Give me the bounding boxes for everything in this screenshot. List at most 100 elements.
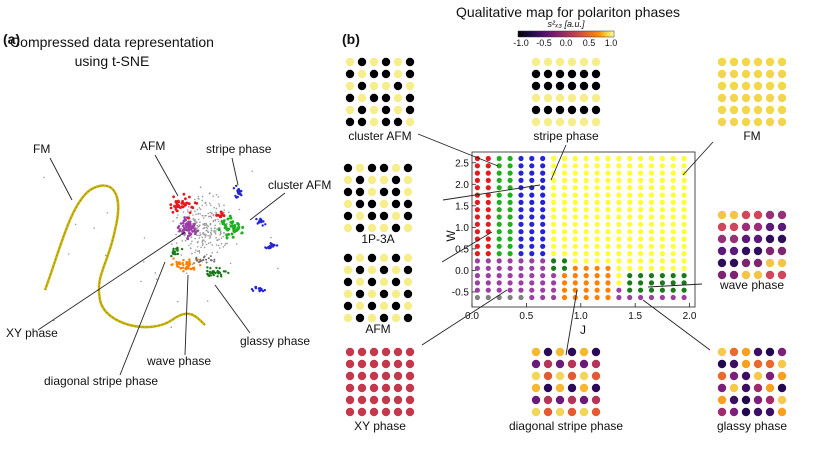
phase-point xyxy=(507,236,513,242)
tsne-point xyxy=(209,267,212,270)
phase-point xyxy=(670,214,676,220)
tsne-point xyxy=(213,258,216,261)
thumb-dot xyxy=(741,246,751,256)
phase-point xyxy=(616,294,622,301)
thumb-label-wave: wave phase xyxy=(719,278,784,292)
phase-point xyxy=(507,273,513,279)
thumb-dot xyxy=(717,359,727,369)
thumb-dot xyxy=(367,313,377,323)
thumb-dot xyxy=(391,223,401,233)
tsne-point xyxy=(241,225,245,229)
tsne-point xyxy=(194,220,197,223)
phase-point xyxy=(627,214,633,220)
tsne-point xyxy=(211,252,213,254)
phase-point xyxy=(638,221,644,227)
thumb-dot xyxy=(531,69,541,79)
tsne-outlier xyxy=(105,254,107,257)
tsne-point xyxy=(188,244,190,247)
phase-point xyxy=(605,155,611,162)
thumb-dot xyxy=(753,371,763,381)
tsne-point xyxy=(182,219,186,223)
phase-point xyxy=(485,207,491,213)
y-tick-label: 2.5 xyxy=(455,158,469,169)
phase-point xyxy=(627,251,633,257)
thumb-dot xyxy=(729,270,739,280)
thumb-dot xyxy=(405,69,415,79)
cloud-dark xyxy=(195,255,216,264)
phase-point xyxy=(638,287,644,293)
tsne-point xyxy=(258,290,261,293)
tsne-point xyxy=(196,221,198,223)
phase-point xyxy=(518,155,524,162)
phase-point xyxy=(529,221,535,227)
phase-point xyxy=(572,265,578,271)
phase-point xyxy=(485,251,491,257)
tsne-point xyxy=(220,230,222,233)
phase-point xyxy=(659,185,666,191)
phase-point xyxy=(648,280,655,286)
phase-point xyxy=(659,294,666,301)
thumb-label-diagonal: diagonal stripe phase xyxy=(509,419,623,433)
phase-point xyxy=(540,280,546,286)
phase-point xyxy=(648,251,655,257)
phase-point xyxy=(627,294,633,301)
tsne-point xyxy=(184,197,187,201)
tsne-point xyxy=(214,271,217,275)
tsne-point xyxy=(217,220,220,223)
phase-point xyxy=(474,177,480,183)
phase-point xyxy=(496,170,502,176)
tsne-point xyxy=(222,246,225,248)
tsne-point xyxy=(205,226,208,229)
tsne-points xyxy=(43,170,279,328)
phase-point xyxy=(670,236,676,242)
phase-point xyxy=(474,214,480,220)
thumb-dot xyxy=(357,395,367,405)
tsne-point xyxy=(199,232,201,234)
thumb-dot xyxy=(765,395,775,405)
phase-point xyxy=(583,221,589,227)
tsne-point xyxy=(235,184,238,188)
panel-a-label: (a) xyxy=(3,31,20,47)
tsne-point xyxy=(214,219,217,221)
phase-point xyxy=(561,258,568,264)
tsne-point xyxy=(176,248,179,252)
tsne-point xyxy=(176,217,178,219)
tsne-point xyxy=(226,217,230,221)
thumb-dot xyxy=(355,301,365,311)
phase-point xyxy=(485,243,491,249)
thumb-dot xyxy=(753,234,763,244)
phase-point xyxy=(551,251,557,257)
thumb-dot xyxy=(391,163,401,173)
thumb-dot xyxy=(567,371,577,381)
thumb-dot xyxy=(369,395,379,405)
phase-point xyxy=(638,177,644,183)
phase-point xyxy=(605,207,611,213)
phase-point xyxy=(659,229,666,235)
tsne-point xyxy=(261,224,264,227)
phase-point xyxy=(518,236,524,242)
thumb-dot xyxy=(591,347,601,357)
phase-point xyxy=(681,287,687,293)
tsne-point xyxy=(220,237,223,240)
phase-point xyxy=(616,221,622,227)
tsne-point xyxy=(197,195,200,198)
tsne-point xyxy=(213,227,216,230)
phase-point xyxy=(518,229,524,235)
phase-point xyxy=(572,236,578,242)
phase-point xyxy=(605,236,611,242)
phase-point xyxy=(670,199,676,205)
thumb-dot xyxy=(777,57,787,67)
phase-point xyxy=(583,258,589,264)
thumb-dot xyxy=(393,105,403,115)
tsne-point xyxy=(214,232,217,234)
phase-point xyxy=(474,207,480,213)
thumb-dot xyxy=(555,395,565,405)
thumb-dot xyxy=(765,234,775,244)
tsne-point xyxy=(180,227,183,230)
tsne-point xyxy=(181,199,185,203)
phase-point xyxy=(583,229,589,235)
tsne-point xyxy=(192,218,194,220)
tsne-point xyxy=(198,252,201,254)
tsne-outlier xyxy=(43,176,45,179)
phase-point xyxy=(540,214,546,220)
